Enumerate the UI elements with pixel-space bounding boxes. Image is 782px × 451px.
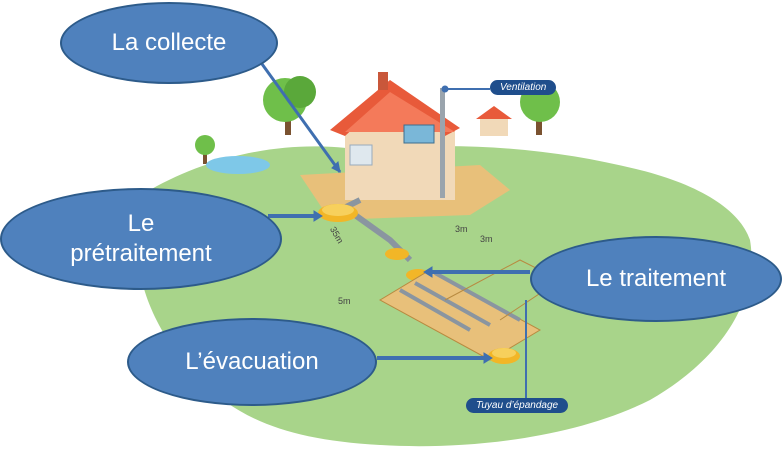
pretreatment-tank: [318, 204, 358, 222]
tree-small: [195, 135, 215, 164]
evacuation-tank: [488, 348, 520, 364]
distant-house: [476, 106, 512, 136]
callout-arrows: [260, 63, 530, 400]
label-pretraitement-line2: prétraitement: [70, 240, 212, 267]
ventilation-tag: Ventilation: [490, 80, 557, 95]
ventilation-pipe: [440, 88, 445, 198]
spreading-field: [378, 259, 561, 361]
label-pretraitement: Le prétraitement: [0, 188, 282, 290]
label-evacuation: L’évacuation: [127, 318, 377, 406]
distance-label: 5m: [338, 296, 351, 306]
pond: [206, 156, 270, 174]
tuyau-epandage-tag: Tuyau d’épandage: [466, 398, 569, 413]
distance-label: 3m: [455, 224, 468, 234]
label-pretraitement-line1: Le: [127, 210, 155, 237]
label-collecte-text: La collecte: [111, 29, 227, 56]
distance-label: 3m: [480, 234, 493, 244]
label-traitement: Le traitement: [530, 236, 782, 322]
main-house: [330, 72, 460, 200]
label-collecte: La collecte: [60, 2, 278, 84]
label-evacuation-text: L’évacuation: [185, 348, 319, 375]
label-traitement-text: Le traitement: [585, 265, 727, 292]
